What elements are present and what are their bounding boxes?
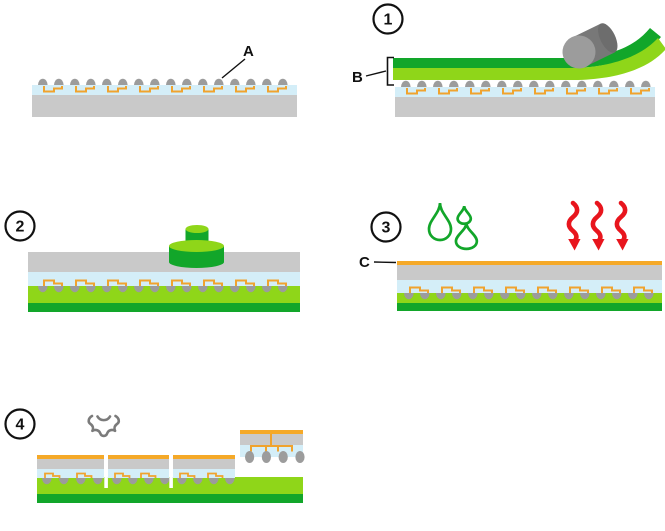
die-3 xyxy=(173,455,235,485)
step-2-number: 2 xyxy=(16,219,25,236)
bump-row xyxy=(401,80,651,87)
passivation-layer xyxy=(28,272,300,286)
die-2 xyxy=(108,455,170,485)
label-b: B xyxy=(352,69,363,86)
dicing-gear-icon xyxy=(87,414,121,438)
wafer-substrate xyxy=(395,97,655,117)
step-4-number: 4 xyxy=(16,417,25,434)
film-adhesive-layer xyxy=(393,68,578,80)
wafer-substrate xyxy=(28,252,300,272)
dicing-tape-base xyxy=(37,494,303,503)
film-adhesive-curl xyxy=(578,38,665,80)
dicing-street xyxy=(169,476,173,488)
step-3-badge xyxy=(370,211,402,243)
film-top-layer xyxy=(397,303,662,311)
bump-row xyxy=(38,78,288,85)
step-1-number: 1 xyxy=(384,12,393,29)
step-2-badge xyxy=(4,210,36,242)
passivation-layer xyxy=(32,85,297,95)
label-c-pointer xyxy=(373,261,397,264)
film-top-layer xyxy=(28,303,300,312)
film-top-layer xyxy=(393,58,578,68)
step-1-badge xyxy=(372,3,404,35)
step-4-badge xyxy=(4,408,36,440)
wafer-substrate xyxy=(32,95,297,117)
passivation-layer xyxy=(395,87,655,97)
heat-arrows-icon xyxy=(566,200,629,251)
panel-step2-press: 2 xyxy=(4,210,300,312)
passivation-layer xyxy=(397,280,662,293)
dicing-street xyxy=(104,476,108,488)
label-a-pointer xyxy=(221,58,246,79)
panel-bumped-wafer: A xyxy=(32,43,297,117)
panel-step1-lamination: 1 B xyxy=(352,3,665,117)
label-b-bracket xyxy=(386,56,394,86)
coating-layer xyxy=(397,261,662,265)
picked-die xyxy=(240,430,305,463)
step-3-number: 3 xyxy=(382,220,391,237)
film-adhesive-layer xyxy=(397,293,662,303)
panel-step4-dicing: 4 xyxy=(4,408,305,503)
label-a: A xyxy=(243,43,254,60)
film-adhesive-layer xyxy=(28,286,300,303)
solvent-droplets-icon xyxy=(429,203,477,249)
label-c: C xyxy=(359,254,370,271)
label-b-pointer xyxy=(365,70,387,77)
trace-row xyxy=(250,434,293,452)
wafer-substrate xyxy=(397,265,662,280)
press-die-icon xyxy=(169,225,224,268)
lamination-roller-icon xyxy=(562,23,618,69)
panel-step3-cure: 3 C xyxy=(359,200,662,311)
die-1 xyxy=(37,455,104,485)
